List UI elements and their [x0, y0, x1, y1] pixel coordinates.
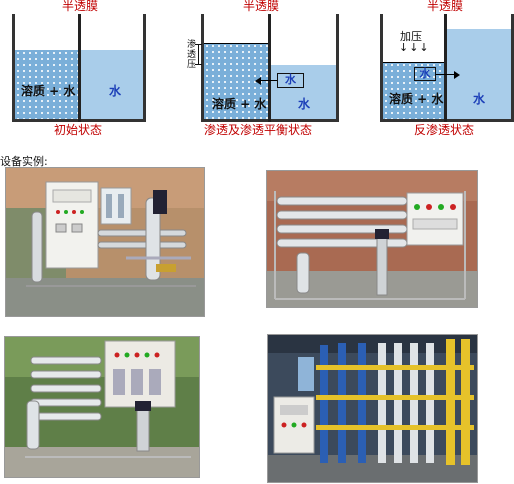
- photo-equipment-3: [4, 336, 200, 478]
- solute-label: 溶质 + 水: [212, 97, 267, 111]
- water-label: 水: [109, 84, 122, 98]
- solution-water: [383, 62, 444, 119]
- water-box-label: 水: [277, 73, 304, 88]
- solution-water: [204, 43, 268, 119]
- flow-arrow: [258, 80, 278, 81]
- tank: [380, 14, 514, 122]
- equipment-photo: [6, 168, 204, 316]
- solution-water: [15, 50, 78, 119]
- membrane-label: 半透膜: [62, 0, 99, 13]
- photo-equipment-2: [266, 170, 478, 308]
- membrane-label: 半透膜: [427, 0, 464, 13]
- pure-water: [81, 50, 143, 119]
- arrow-head-left: [255, 77, 261, 85]
- photo-equipment-4: [267, 334, 478, 483]
- equipment-photo: [268, 335, 477, 482]
- level-line: [383, 62, 444, 63]
- diagram-caption: 初始状态: [54, 123, 103, 137]
- membrane-label: 半透膜: [243, 0, 280, 13]
- equipment-photo: [267, 171, 477, 307]
- solute-label: 溶质 + 水: [21, 84, 76, 98]
- level-line: [204, 43, 268, 44]
- water-label: 水: [473, 92, 486, 106]
- diagram-caption: 反渗透状态: [414, 123, 475, 137]
- photo-equipment-1: [5, 167, 205, 317]
- semipermeable-membrane: [268, 14, 271, 122]
- osmotic-pressure-label: 渗透压: [187, 40, 197, 70]
- water-label: 水: [298, 97, 311, 111]
- pressure-arrows-icon: ↓↓↓: [399, 41, 430, 54]
- water-box-label: 水: [414, 67, 436, 81]
- diagram-caption: 渗透及渗透平衡状态: [204, 123, 313, 137]
- solute-label: 溶质 + 水: [389, 92, 444, 106]
- semipermeable-membrane: [78, 14, 81, 122]
- equipment-photo: [5, 337, 199, 477]
- pressure-label: 加压: [400, 30, 422, 43]
- section-title: 设备实例:: [0, 155, 48, 168]
- flow-arrow: [436, 74, 454, 75]
- semipermeable-membrane: [444, 14, 447, 122]
- pressure-bracket: [198, 44, 199, 64]
- arrow-head-right: [454, 71, 460, 79]
